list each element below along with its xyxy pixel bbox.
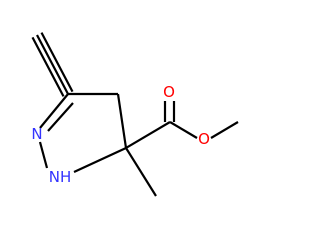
ester-oxygen-label: O [198, 130, 210, 148]
ring-nh-label: NH [49, 168, 72, 186]
ethynyl-triple-bond [31, 32, 74, 97]
c5-carbonyl-bond [125, 121, 171, 149]
methyl-ester-group [125, 101, 239, 149]
carbonyl-ester-o-bond [169, 121, 198, 139]
triple-bond-right [40, 32, 74, 93]
triple-bond-center [36, 34, 69, 95]
c3-n2-double-bond-inner [47, 102, 74, 132]
n1-c5-bond [73, 147, 127, 173]
structure-diagram: N NH O O [31, 32, 239, 197]
n2-n1-bond [38, 141, 49, 169]
pyrazoline-ring [38, 92, 128, 173]
triple-bond-left [31, 36, 65, 97]
ring-n-label: N [31, 125, 42, 143]
carbonyl-oxygen-label: O [163, 83, 175, 101]
c5-c4-bond [116, 93, 128, 149]
c3-n2-bond [39, 93, 69, 129]
methyl-bond [125, 147, 157, 197]
ester-o-methyl-bond [210, 121, 239, 139]
